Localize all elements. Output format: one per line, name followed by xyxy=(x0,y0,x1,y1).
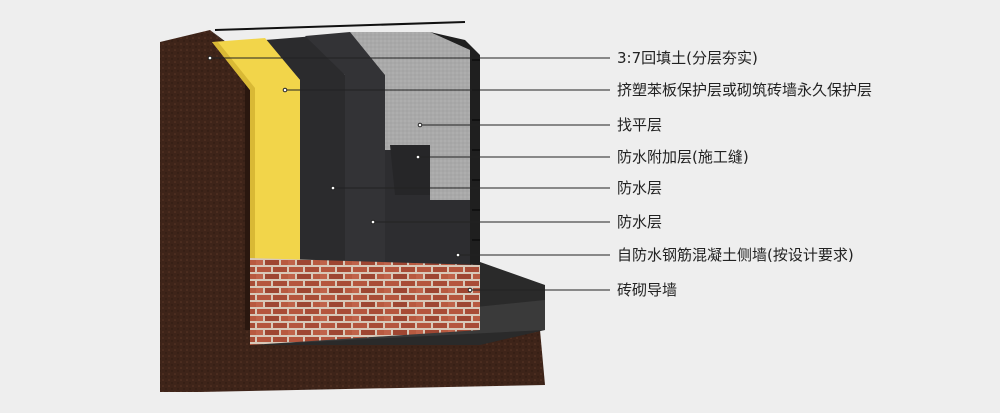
waterproof-membrane-outer xyxy=(265,36,345,265)
label-additional-waterproof: 防水附加层(施工缝) xyxy=(617,148,749,166)
brick-guide-wall xyxy=(250,258,480,345)
label-waterproof-1: 防水层 xyxy=(617,179,663,197)
label-protection-layer: 挤塑苯板保护层或砌筑砖墙永久保护层 xyxy=(617,81,873,99)
label-concrete-wall: 自防水钢筋混凝土侧墙(按设计要求) xyxy=(617,246,854,264)
concrete-wall-edge xyxy=(430,32,480,265)
label-backfill: 3:7回填土(分层夯实) xyxy=(617,49,758,67)
label-screed: 找平层 xyxy=(617,116,663,134)
label-waterproof-2: 防水层 xyxy=(617,213,663,231)
label-brick-guide-wall: 砖砌导墙 xyxy=(617,281,678,299)
backfill-soil xyxy=(160,30,545,392)
leader-lines xyxy=(207,55,610,293)
xps-edge xyxy=(212,42,255,265)
xps-board xyxy=(212,38,300,265)
